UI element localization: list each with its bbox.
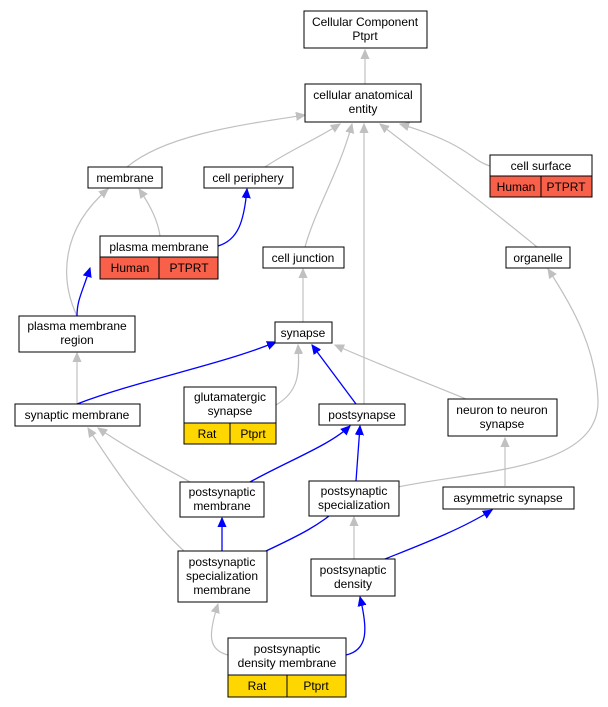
- node-label: organelle: [513, 251, 563, 265]
- node-postsynaptic-specialization-membrane[interactable]: postsynaptic specialization membrane: [177, 550, 268, 603]
- gene-cell: [158, 256, 219, 280]
- node-label: postsynapse: [328, 408, 396, 422]
- edge-pss-to-organelle: [397, 269, 599, 488]
- species-label: Rat: [248, 679, 267, 693]
- edge-synaptic-membrane-to-synapse: [76, 342, 276, 405]
- node-label: postsynaptic: [189, 485, 256, 499]
- node-plasma-membrane[interactable]: plasma membrane Human PTPRT: [99, 235, 219, 280]
- node-label: synapse: [208, 404, 253, 418]
- edge-nton-to-synapse: [335, 344, 467, 400]
- node-label: membrane: [193, 499, 251, 513]
- node-label: postsynaptic: [189, 555, 256, 569]
- node-cell-surface[interactable]: cell surface Human PTPRT: [489, 154, 593, 198]
- node-synapse[interactable]: synapse: [274, 321, 333, 344]
- node-label: specialization: [318, 498, 390, 512]
- edge-plasma-membrane-to-cell-periphery: [217, 189, 247, 247]
- node-organelle[interactable]: organelle: [505, 246, 571, 269]
- node-label: entity: [349, 102, 378, 116]
- node-label: neuron to neuron: [456, 403, 547, 417]
- node-postsynaptic-membrane[interactable]: postsynaptic membrane: [179, 481, 265, 518]
- node-label: postsynaptic: [321, 484, 388, 498]
- edge-membrane-to-cae: [126, 115, 305, 168]
- edge-psm-to-synaptic-membrane: [98, 428, 191, 483]
- node-label: plasma membrane: [109, 240, 209, 254]
- node-plasma-membrane-region[interactable]: plasma membrane region: [18, 315, 136, 353]
- edge-plasma-membrane-to-membrane: [139, 189, 161, 237]
- node-cell-periphery[interactable]: cell periphery: [203, 166, 294, 189]
- node-asymmetric-synapse[interactable]: asymmetric synapse: [442, 486, 575, 510]
- node-cell-junction[interactable]: cell junction: [262, 246, 345, 269]
- node-label: postsynaptic: [320, 563, 387, 577]
- node-label: cell surface: [511, 159, 572, 173]
- species-label: Human: [111, 261, 150, 275]
- node-label: Ptprt: [352, 29, 378, 43]
- edge-psd-to-asym: [384, 510, 492, 560]
- node-synaptic-membrane[interactable]: synaptic membrane: [14, 403, 141, 427]
- node-label: plasma membrane: [27, 319, 127, 333]
- node-postsynaptic-density-membrane[interactable]: postsynaptic density membrane Rat Ptprt: [227, 637, 347, 698]
- edge-psdm-to-pssm: [211, 604, 229, 656]
- species-label: Human: [497, 180, 536, 194]
- edge-pss-to-postsynapse: [356, 426, 360, 482]
- node-cellular-anatomical-entity[interactable]: cellular anatomical entity: [304, 83, 422, 123]
- edge-cell-surface-to-cae: [400, 124, 491, 167]
- gene-cell: [229, 422, 277, 445]
- node-label: density membrane: [238, 656, 337, 670]
- node-postsynaptic-density[interactable]: postsynaptic density: [310, 558, 396, 597]
- node-label: membrane: [193, 583, 251, 597]
- node-label: synapse: [281, 326, 326, 340]
- edge-organelle-to-cae: [380, 124, 538, 248]
- gene-label: PTPRT: [546, 180, 586, 194]
- gene-cell: [540, 175, 593, 198]
- node-label: synaptic membrane: [25, 408, 130, 422]
- edge-postsynapse-to-synapse: [312, 345, 357, 405]
- node-label: specialization: [186, 569, 258, 583]
- edge-pssm-to-synaptic-membrane: [88, 428, 185, 552]
- node-label: asymmetric synapse: [453, 491, 563, 505]
- node-label: glutamatergic: [194, 390, 266, 404]
- edge-pmr-to-plasma-membrane: [76, 268, 90, 317]
- node-label: cell junction: [272, 251, 335, 265]
- edge-psm-to-postsynapse: [249, 426, 350, 483]
- edge-psdm-to-psd: [345, 597, 365, 656]
- node-label: membrane: [96, 171, 154, 185]
- node-neuron-to-neuron-synapse[interactable]: neuron to neuron synapse: [447, 398, 558, 437]
- node-postsynapse[interactable]: postsynapse: [318, 403, 406, 426]
- edge-cell-periphery-to-cae: [264, 124, 340, 168]
- node-label: region: [60, 333, 93, 347]
- edges: [66, 50, 599, 656]
- node-membrane[interactable]: membrane: [87, 166, 163, 189]
- node-label: cellular anatomical: [313, 88, 412, 102]
- node-glutamatergic-synapse[interactable]: glutamatergic synapse Rat Ptprt: [183, 386, 277, 445]
- node-label: density: [334, 577, 372, 591]
- gene-label: PTPRT: [169, 261, 209, 275]
- node-label: postsynaptic: [254, 642, 321, 656]
- edge-pmr-to-membrane: [66, 189, 108, 317]
- species-label: Rat: [198, 427, 217, 441]
- gene-cell: [286, 674, 347, 698]
- edge-glutamatergic-to-synapse: [275, 345, 299, 406]
- gene-label: Ptprt: [240, 427, 266, 441]
- gene-label: Ptprt: [303, 679, 329, 693]
- node-label: Cellular Component: [312, 15, 419, 29]
- edge-cell-junction-to-cae: [304, 124, 352, 248]
- node-label: cell periphery: [212, 171, 283, 185]
- node-postsynaptic-specialization[interactable]: postsynaptic specialization: [308, 480, 400, 517]
- node-label: synapse: [480, 417, 525, 431]
- node-cellular-component[interactable]: Cellular Component Ptprt: [303, 10, 428, 49]
